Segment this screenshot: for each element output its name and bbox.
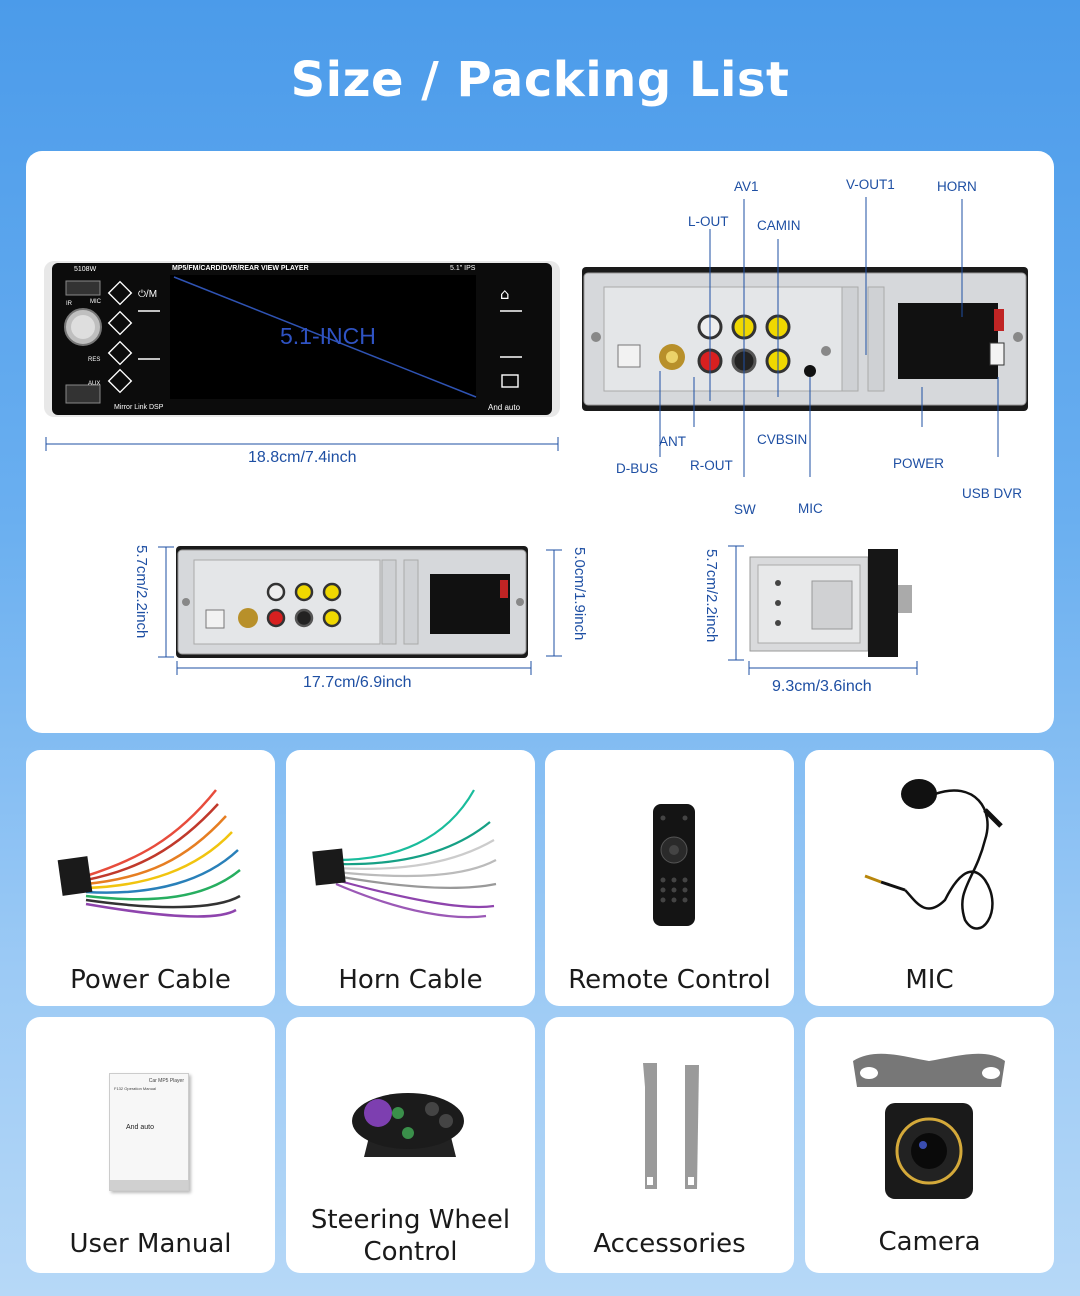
packing-card-remote-control: Remote Control xyxy=(545,750,794,1006)
packing-card-mic: MIC xyxy=(805,750,1054,1006)
user-manual-label: User Manual xyxy=(69,1229,232,1259)
front-width-label: 18.8cm/7.4inch xyxy=(248,449,357,466)
mirror-link-label: Mirror Link DSP xyxy=(114,404,164,411)
manual-subtitle: F132 Operation Manual xyxy=(114,1086,157,1091)
steering-wheel-control-label-line2: Control xyxy=(363,1237,458,1267)
label-v-out1: V-OUT1 xyxy=(846,177,895,192)
side-height-dimension-line xyxy=(728,545,744,661)
size-diagram-panel: 5108W IR MIC RES AUX ⏻/M MP5/FM/CARD/DVR… xyxy=(26,151,1054,733)
side-view-drawing xyxy=(749,549,912,657)
back-width-dimension-line xyxy=(176,661,532,675)
model-label: 5108W xyxy=(74,266,97,273)
rear-leader-lines xyxy=(659,197,999,477)
packing-card-camera: Camera xyxy=(805,1017,1054,1273)
page-title: Size / Packing List xyxy=(290,52,790,108)
packing-card-accessories: Accessories xyxy=(545,1017,794,1273)
label-cvbsin: CVBSIN xyxy=(757,432,808,447)
back-view-drawing xyxy=(176,546,528,658)
packing-card-steering-wheel-control: Steering Wheel Control xyxy=(286,1017,535,1273)
back-width-label: 17.7cm/6.9inch xyxy=(303,674,412,691)
label-l-out: L-OUT xyxy=(688,214,729,229)
brand-label: And auto xyxy=(488,403,521,412)
front-unit-drawing xyxy=(44,261,560,417)
packing-card-power-cable: Power Cable xyxy=(26,750,275,1006)
label-usb-dvr: USB DVR xyxy=(962,486,1023,501)
rear-unit-drawing xyxy=(582,267,1028,411)
back-height-right-dimension-line xyxy=(546,549,562,657)
label-sw: SW xyxy=(734,502,756,517)
ir-label: IR xyxy=(66,301,72,307)
screen-size-tag: 5.1" IPS xyxy=(450,265,476,272)
packing-card-horn-cable: Horn Cable xyxy=(286,750,535,1006)
remote-control-image xyxy=(653,804,695,926)
aux-label: AUX xyxy=(88,381,101,387)
power-mode-label: ⏻/M xyxy=(138,289,158,300)
label-mic: MIC xyxy=(798,501,823,516)
front-width-dimension-line xyxy=(45,437,559,451)
label-camin: CAMIN xyxy=(757,218,801,233)
back-height-right-label: 5.0cm/1.9inch xyxy=(571,547,588,641)
label-horn: HORN xyxy=(937,179,977,194)
label-ant: ANT xyxy=(659,434,686,449)
rear-unit-image xyxy=(582,267,1028,411)
packing-card-user-manual: Car MP5 Player F132 Operation Manual And… xyxy=(26,1017,275,1273)
user-manual-image: Car MP5 Player F132 Operation Manual And… xyxy=(109,1073,189,1191)
removal-keys-image xyxy=(643,1063,699,1189)
mic-image xyxy=(864,779,1003,930)
home-icon: ⌂ xyxy=(500,285,510,303)
back-height-left-label: 5.7cm/2.2inch xyxy=(133,545,150,639)
manual-footer-bar xyxy=(110,1180,188,1190)
camera-label: Camera xyxy=(878,1227,981,1257)
back-view-image xyxy=(176,546,528,658)
horn-cable-image xyxy=(312,789,497,919)
steering-wheel-control-label-line1: Steering Wheel xyxy=(310,1205,511,1235)
side-view-image xyxy=(748,547,920,659)
accessories-label: Accessories xyxy=(593,1229,746,1259)
side-depth-label: 9.3cm/3.6inch xyxy=(772,678,872,695)
side-depth-dimension-line xyxy=(748,661,918,675)
mic-label: MIC xyxy=(90,299,101,305)
back-height-left-dimension-line xyxy=(158,546,174,658)
label-power: POWER xyxy=(893,456,945,471)
manual-brand: And auto xyxy=(126,1124,155,1131)
res-label: RES xyxy=(88,357,101,363)
horn-cable-label: Horn Cable xyxy=(338,965,483,995)
screen-size-label: 5.1-INCH xyxy=(280,323,376,349)
steering-wheel-control-image xyxy=(352,1093,464,1157)
side-height-label: 5.7cm/2.2inch xyxy=(703,549,720,643)
manual-title: Car MP5 Player xyxy=(148,1078,184,1084)
power-cable-label: Power Cable xyxy=(70,965,231,995)
front-unit-image: 5108W IR MIC RES AUX ⏻/M MP5/FM/CARD/DVR… xyxy=(44,261,560,417)
header-label: MP5/FM/CARD/DVR/REAR VIEW PLAYER xyxy=(172,265,309,272)
label-d-bus: D-BUS xyxy=(616,461,659,476)
label-r-out: R-OUT xyxy=(690,458,733,473)
power-cable-image xyxy=(57,789,241,918)
remote-control-label: Remote Control xyxy=(568,965,771,995)
label-av1: AV1 xyxy=(734,179,759,194)
camera-image xyxy=(853,1053,1005,1199)
mic-label: MIC xyxy=(905,965,954,995)
